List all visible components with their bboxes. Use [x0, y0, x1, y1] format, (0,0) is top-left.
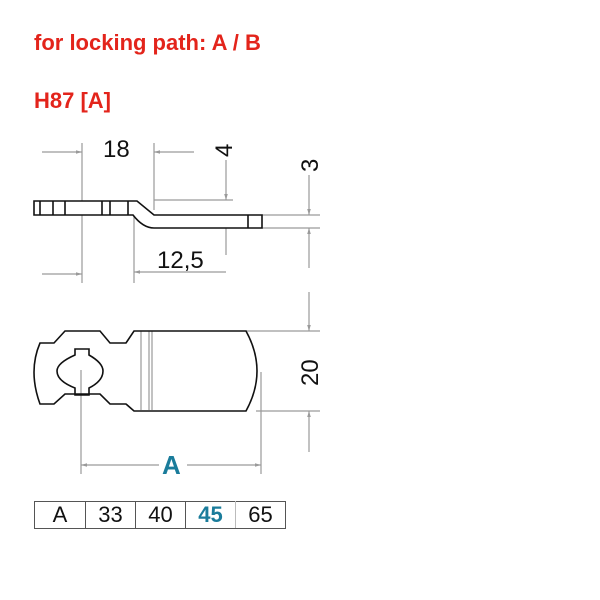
side-view: 18 12,5 4 3	[33, 136, 324, 283]
side-part-outline	[33, 200, 263, 229]
model-label: H87 [A]	[34, 88, 112, 113]
table-cell: 33	[85, 501, 136, 529]
table-row: A 33 40 45 65	[34, 501, 286, 529]
dim-12-5: 12,5	[157, 247, 204, 274]
top-part-outline	[33, 330, 258, 412]
dim-a: A	[162, 450, 181, 480]
top-view: 20 A	[33, 292, 324, 480]
dim-4: 4	[211, 144, 238, 157]
dim-3: 3	[297, 159, 324, 172]
table-cell: 65	[235, 501, 286, 529]
table-cell: 40	[135, 501, 186, 529]
variants-table: A 33 40 45 65	[34, 501, 286, 529]
dim-20: 20	[297, 359, 324, 386]
page-title: for locking path: A / B	[34, 30, 261, 55]
side-dimension-arrows	[42, 150, 311, 276]
top-dimension-arrows	[81, 292, 311, 467]
dim-18: 18	[103, 136, 130, 163]
top-extension-lines	[80, 330, 320, 474]
table-cell-highlighted: 45	[185, 501, 236, 529]
table-header-a: A	[34, 501, 86, 529]
